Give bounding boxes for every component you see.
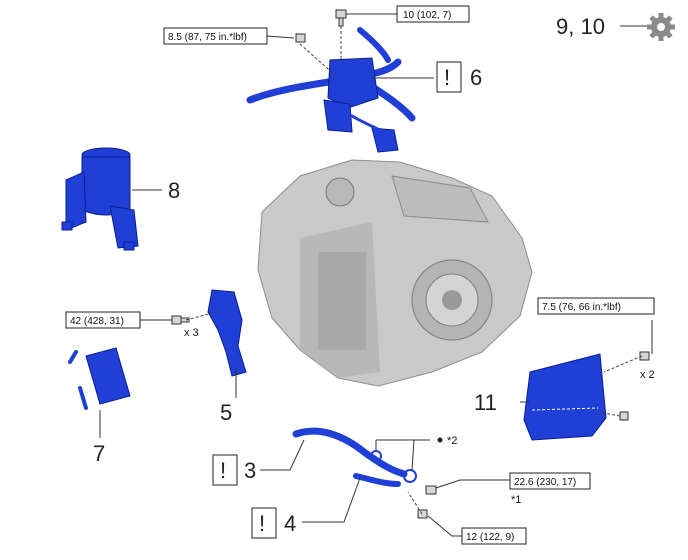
torque-box-7-5: 7.5 (76, 66 in.*lbf) bbox=[537, 297, 655, 315]
gear-icon bbox=[647, 13, 675, 41]
quantity-x2: x 2 bbox=[640, 369, 655, 381]
svg-text:10 (102, 7): 10 (102, 7) bbox=[403, 10, 451, 21]
leader-lines bbox=[99, 13, 653, 537]
callout-8: 8 bbox=[168, 178, 180, 203]
svg-text:!: ! bbox=[444, 65, 450, 90]
callout-4: 4 bbox=[284, 511, 296, 536]
bullet-dot bbox=[437, 437, 443, 443]
part-3-4-oil-hoses bbox=[292, 427, 417, 487]
note-star2: *2 bbox=[447, 435, 457, 447]
part-6-oil-cooler-pipe-assembly bbox=[246, 27, 416, 153]
torque-box-22-6: 22.6 (230, 17) bbox=[509, 472, 591, 490]
callout-7: 7 bbox=[93, 441, 105, 466]
part-5-bracket bbox=[207, 289, 247, 377]
torque-box-10: 10 (102, 7) bbox=[396, 5, 470, 23]
svg-text:42 (428, 31): 42 (428, 31) bbox=[70, 316, 124, 327]
callout-9-10: 9, 10 bbox=[556, 14, 605, 39]
part-7-oil-cooler bbox=[68, 347, 131, 410]
torque-box-8-5: 8.5 (87, 75 in.*lbf) bbox=[163, 27, 268, 45]
caution-box-4: ! bbox=[251, 507, 277, 539]
quantity-x3: x 3 bbox=[184, 327, 199, 339]
svg-text:7.5 (76, 66 in.*lbf): 7.5 (76, 66 in.*lbf) bbox=[542, 302, 621, 313]
note-star1: *1 bbox=[511, 494, 521, 506]
svg-text:!: ! bbox=[220, 458, 226, 483]
part-8-transmission-mount bbox=[61, 147, 139, 251]
callout-6: 6 bbox=[470, 65, 482, 90]
svg-text:!: ! bbox=[259, 511, 265, 536]
svg-text:12 (122, 9): 12 (122, 9) bbox=[466, 532, 514, 543]
part-11-cover bbox=[523, 353, 607, 441]
transmission-assembly bbox=[257, 159, 533, 387]
svg-text:8.5 (87, 75 in.*lbf): 8.5 (87, 75 in.*lbf) bbox=[168, 32, 247, 43]
caution-box-6: ! bbox=[436, 61, 462, 93]
torque-box-42: 42 (428, 31) bbox=[65, 311, 141, 329]
callout-11: 11 bbox=[474, 390, 497, 415]
caution-box-3: ! bbox=[212, 454, 238, 486]
callout-3: 3 bbox=[244, 458, 256, 483]
svg-text:22.6 (230, 17): 22.6 (230, 17) bbox=[514, 477, 576, 488]
callout-5: 5 bbox=[220, 400, 232, 425]
alignment-dashes bbox=[185, 26, 643, 515]
torque-box-12: 12 (122, 9) bbox=[461, 527, 527, 545]
